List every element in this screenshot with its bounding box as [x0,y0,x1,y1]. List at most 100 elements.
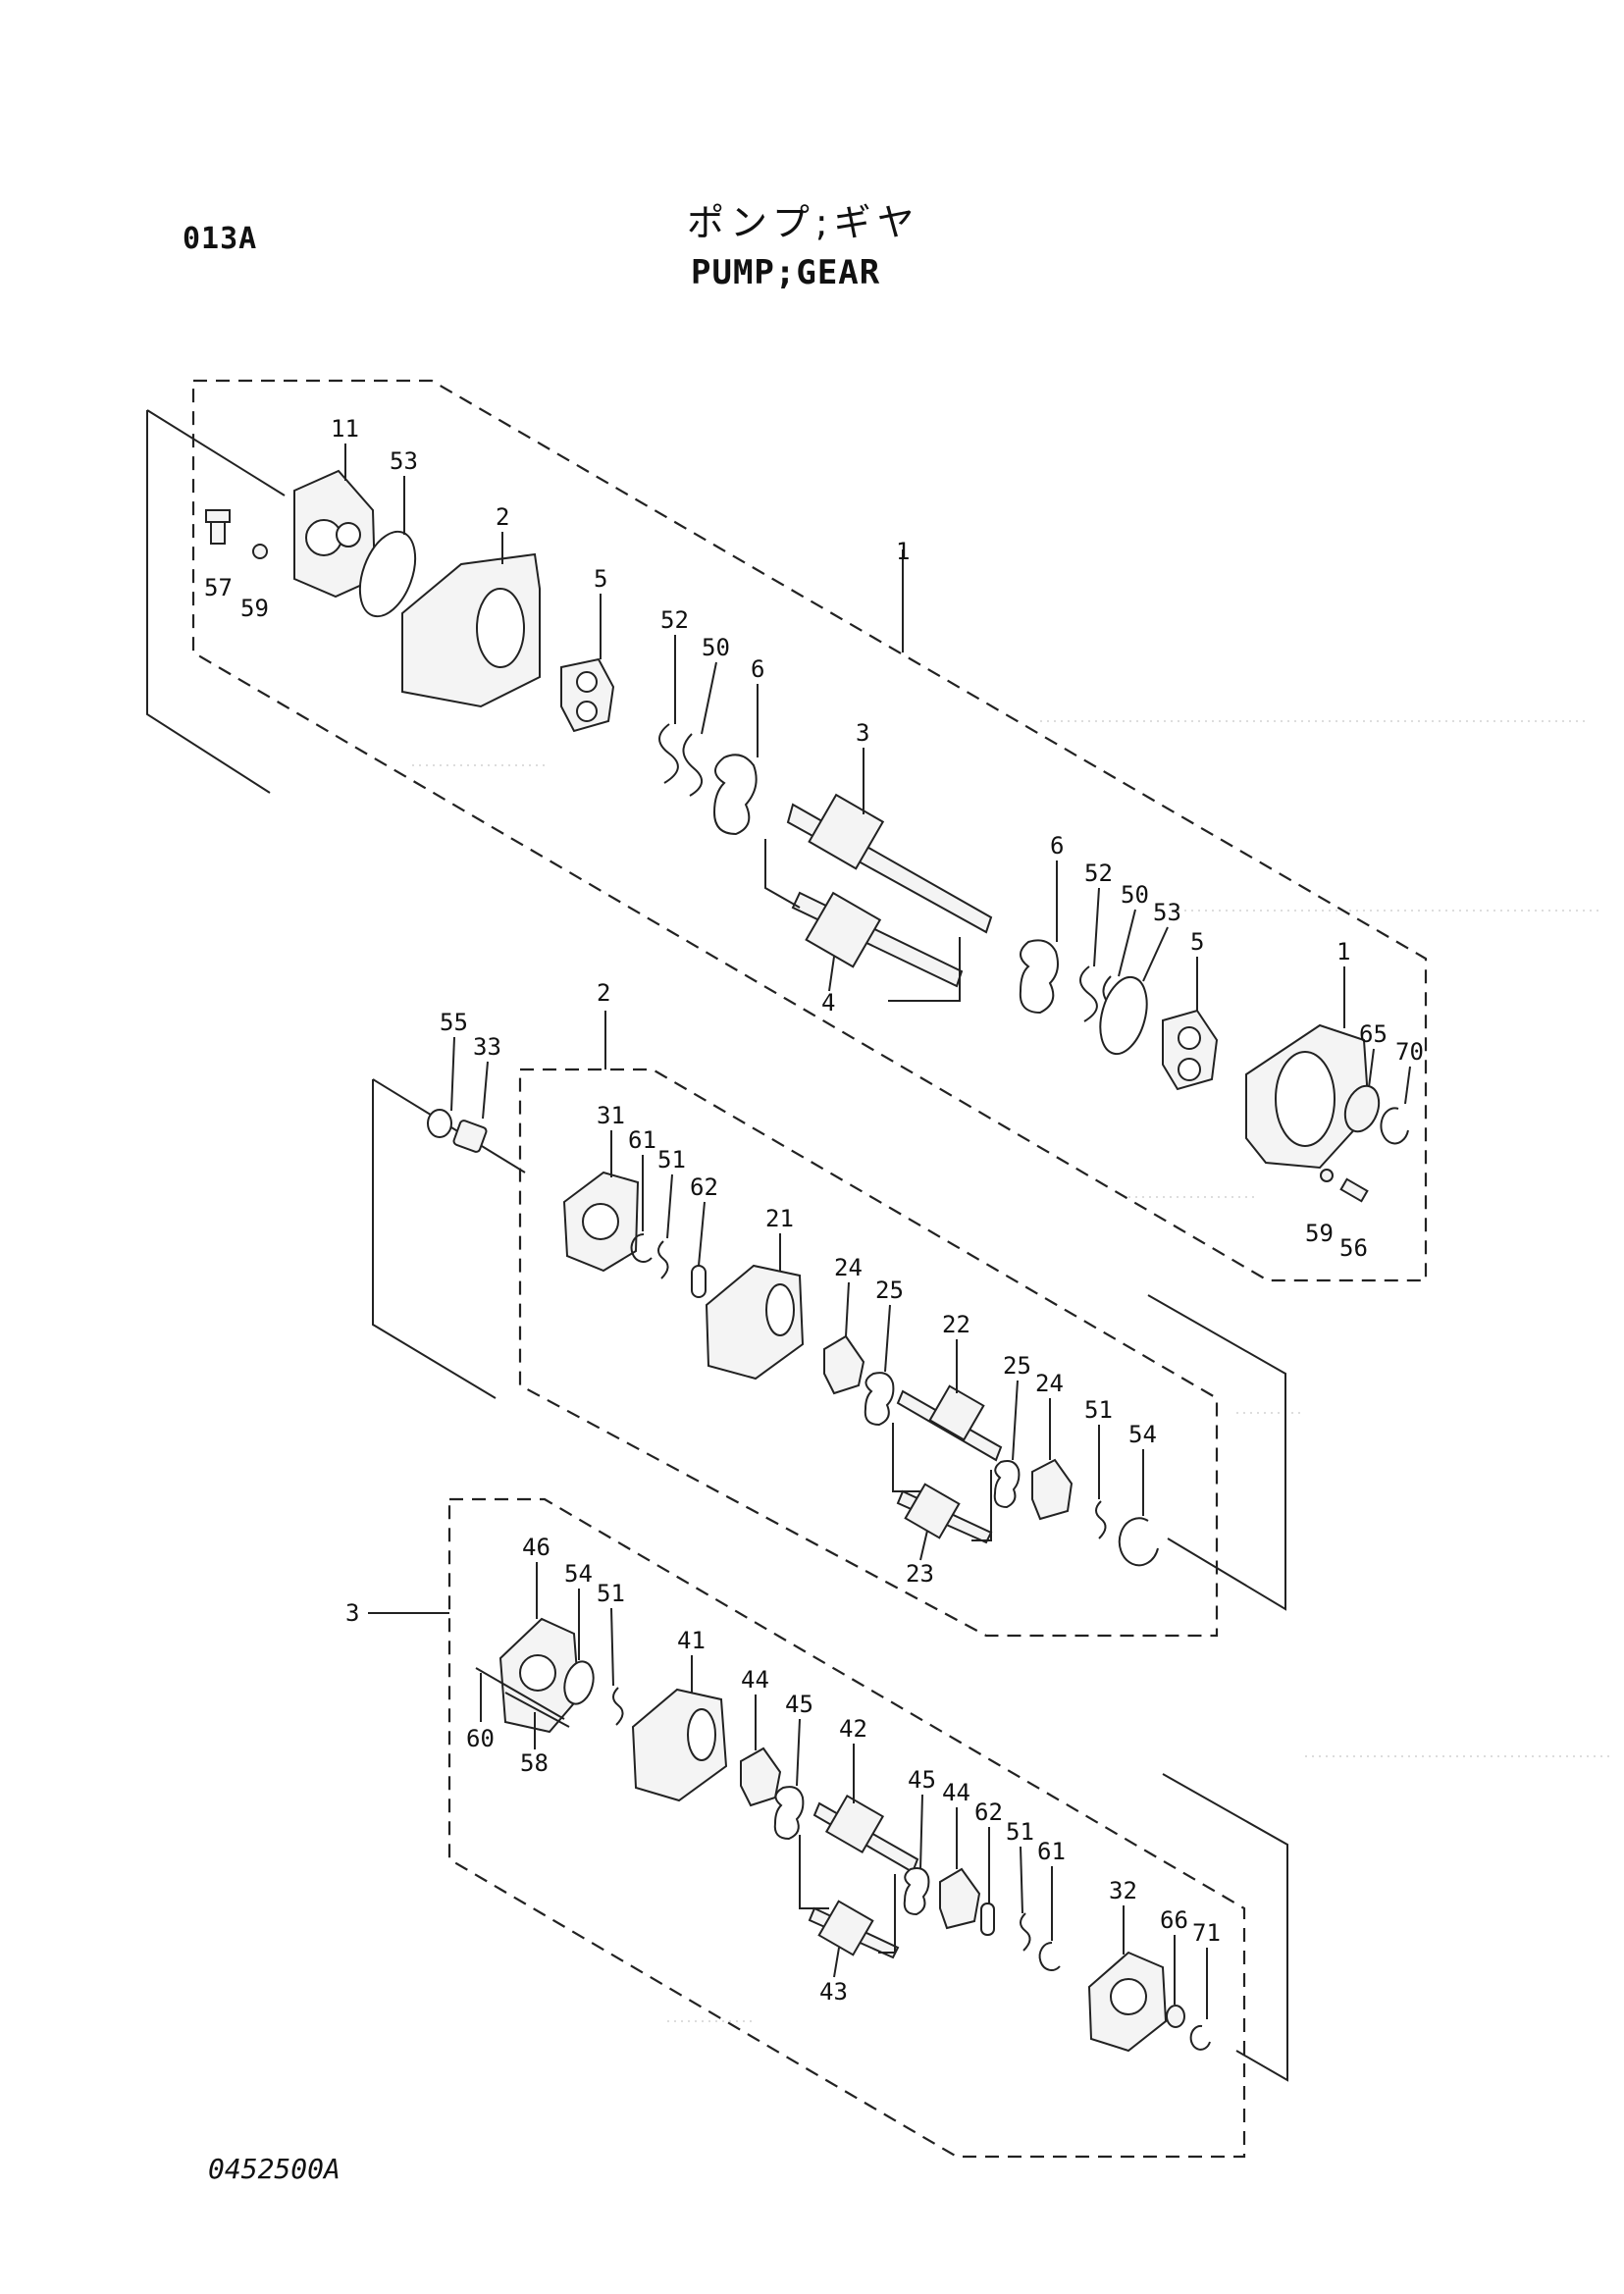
callout-label: 25 [875,1277,904,1304]
bushing-hole [576,671,598,693]
leader-line [610,1607,614,1687]
callout-label: 33 [473,1033,501,1061]
callout-label: 46 [522,1534,550,1561]
assembly-1-bracket [146,410,271,794]
leader-line [1020,1846,1023,1914]
leader-line [892,1423,922,1492]
bushing-hole [1178,1026,1201,1050]
leader-line [666,1173,673,1239]
seal-52 [1079,965,1098,1022]
oil-seal-66 [1166,2005,1185,2028]
assembly-3-bracket [1162,1773,1288,2082]
callout-label: 62 [690,1173,718,1201]
bushing-24 [823,1334,865,1395]
callout-label: 11 [331,415,359,443]
seal-52 [658,723,679,784]
callout-label: 65 [1359,1020,1388,1048]
driven-gear-4 [805,891,882,968]
leader-line [919,1530,928,1561]
callout-label: 56 [1339,1234,1368,1262]
bushing-44 [740,1747,782,1807]
leader-line [796,1718,801,1787]
callout-label: 5 [1190,928,1204,956]
leader-line [450,1036,455,1112]
callout-label: 61 [1037,1838,1066,1865]
leader-line [698,1201,706,1267]
callout-label: 6 [1050,832,1064,860]
bolt-57-head [205,509,231,523]
callout-label: 54 [1128,1421,1157,1448]
plate-25 [864,1372,895,1427]
callout-label: 55 [440,1009,468,1036]
callout-label: 24 [1035,1370,1064,1397]
leader-line [1118,909,1136,977]
plate-45 [773,1786,805,1841]
callout-label: 44 [741,1666,769,1694]
assembly-2-bracket [372,1079,497,1399]
callout-label: 51 [1084,1396,1113,1424]
callout-label: 5 [594,565,607,593]
snap-ring-70 [1380,1107,1409,1145]
callout-label: 62 [974,1799,1003,1826]
callout-label: 24 [834,1254,863,1281]
callout-label: 57 [204,574,233,601]
flange-bore [582,1203,619,1240]
o-ring-55 [427,1109,452,1138]
callout-label: 44 [942,1779,970,1806]
flange-bore [1110,1978,1147,2015]
callout-label: 1 [896,538,910,565]
housing-bore [687,1708,716,1761]
callout-label: 41 [677,1627,706,1654]
leader-line [884,1304,891,1373]
stud-60 [475,1667,565,1720]
callout-label: 25 [1003,1352,1031,1380]
ring-61 [1038,1941,1061,1971]
driven-gear-43 [817,1900,874,1956]
callout-label: 59 [240,595,269,622]
leader-line [828,956,835,992]
callout-label: 1 [1336,938,1350,965]
leader-line [482,1061,489,1120]
ring-61 [630,1232,653,1263]
washer-59 [1320,1169,1334,1182]
leader-line [833,1947,840,1978]
assembly-2-group [372,1011,1286,1638]
callout-label: 53 [1153,899,1181,926]
callout-label: 71 [1192,1919,1221,1947]
seal-62 [691,1265,707,1298]
driven-gear-23 [904,1483,961,1539]
assembly-3-group [368,1497,1288,2159]
seal-plate-6 [1019,939,1059,1015]
callout-label: 42 [839,1715,867,1743]
assembly-1-boundary [191,379,1428,1282]
leader-line [878,1874,896,1954]
collar-33 [452,1120,488,1153]
callout-label: 43 [819,1978,848,2006]
o-ring-53 [1099,975,1148,1056]
housing-bore [476,588,525,668]
flange-bore [519,1654,556,1692]
drawing-code: 0452500A [208,2153,341,2185]
callout-label: 6 [751,655,764,683]
drive-gear-42 [824,1794,885,1854]
assembly-3-boundary [447,1497,1246,2159]
stud-58 [504,1692,570,1728]
leader-line [1404,1066,1411,1105]
callout-label: 3 [345,1599,359,1627]
callout-label: 51 [597,1580,625,1607]
callout-label: 59 [1305,1220,1334,1247]
assembly-2-bracket [1147,1294,1286,1611]
callout-label: 54 [564,1560,593,1588]
bushing-block-5 [560,657,615,733]
backup-ring-50 [682,733,703,797]
leader-line [701,661,717,735]
leader-line [971,1470,992,1541]
leader-line [1093,887,1100,967]
title-japanese: ポンプ;ギヤ [687,201,920,244]
callout-label: 22 [942,1311,970,1338]
leader-line [764,839,801,909]
callout-label: 32 [1109,1877,1137,1904]
bolt-56 [1339,1177,1369,1203]
callout-label: 53 [390,447,418,475]
